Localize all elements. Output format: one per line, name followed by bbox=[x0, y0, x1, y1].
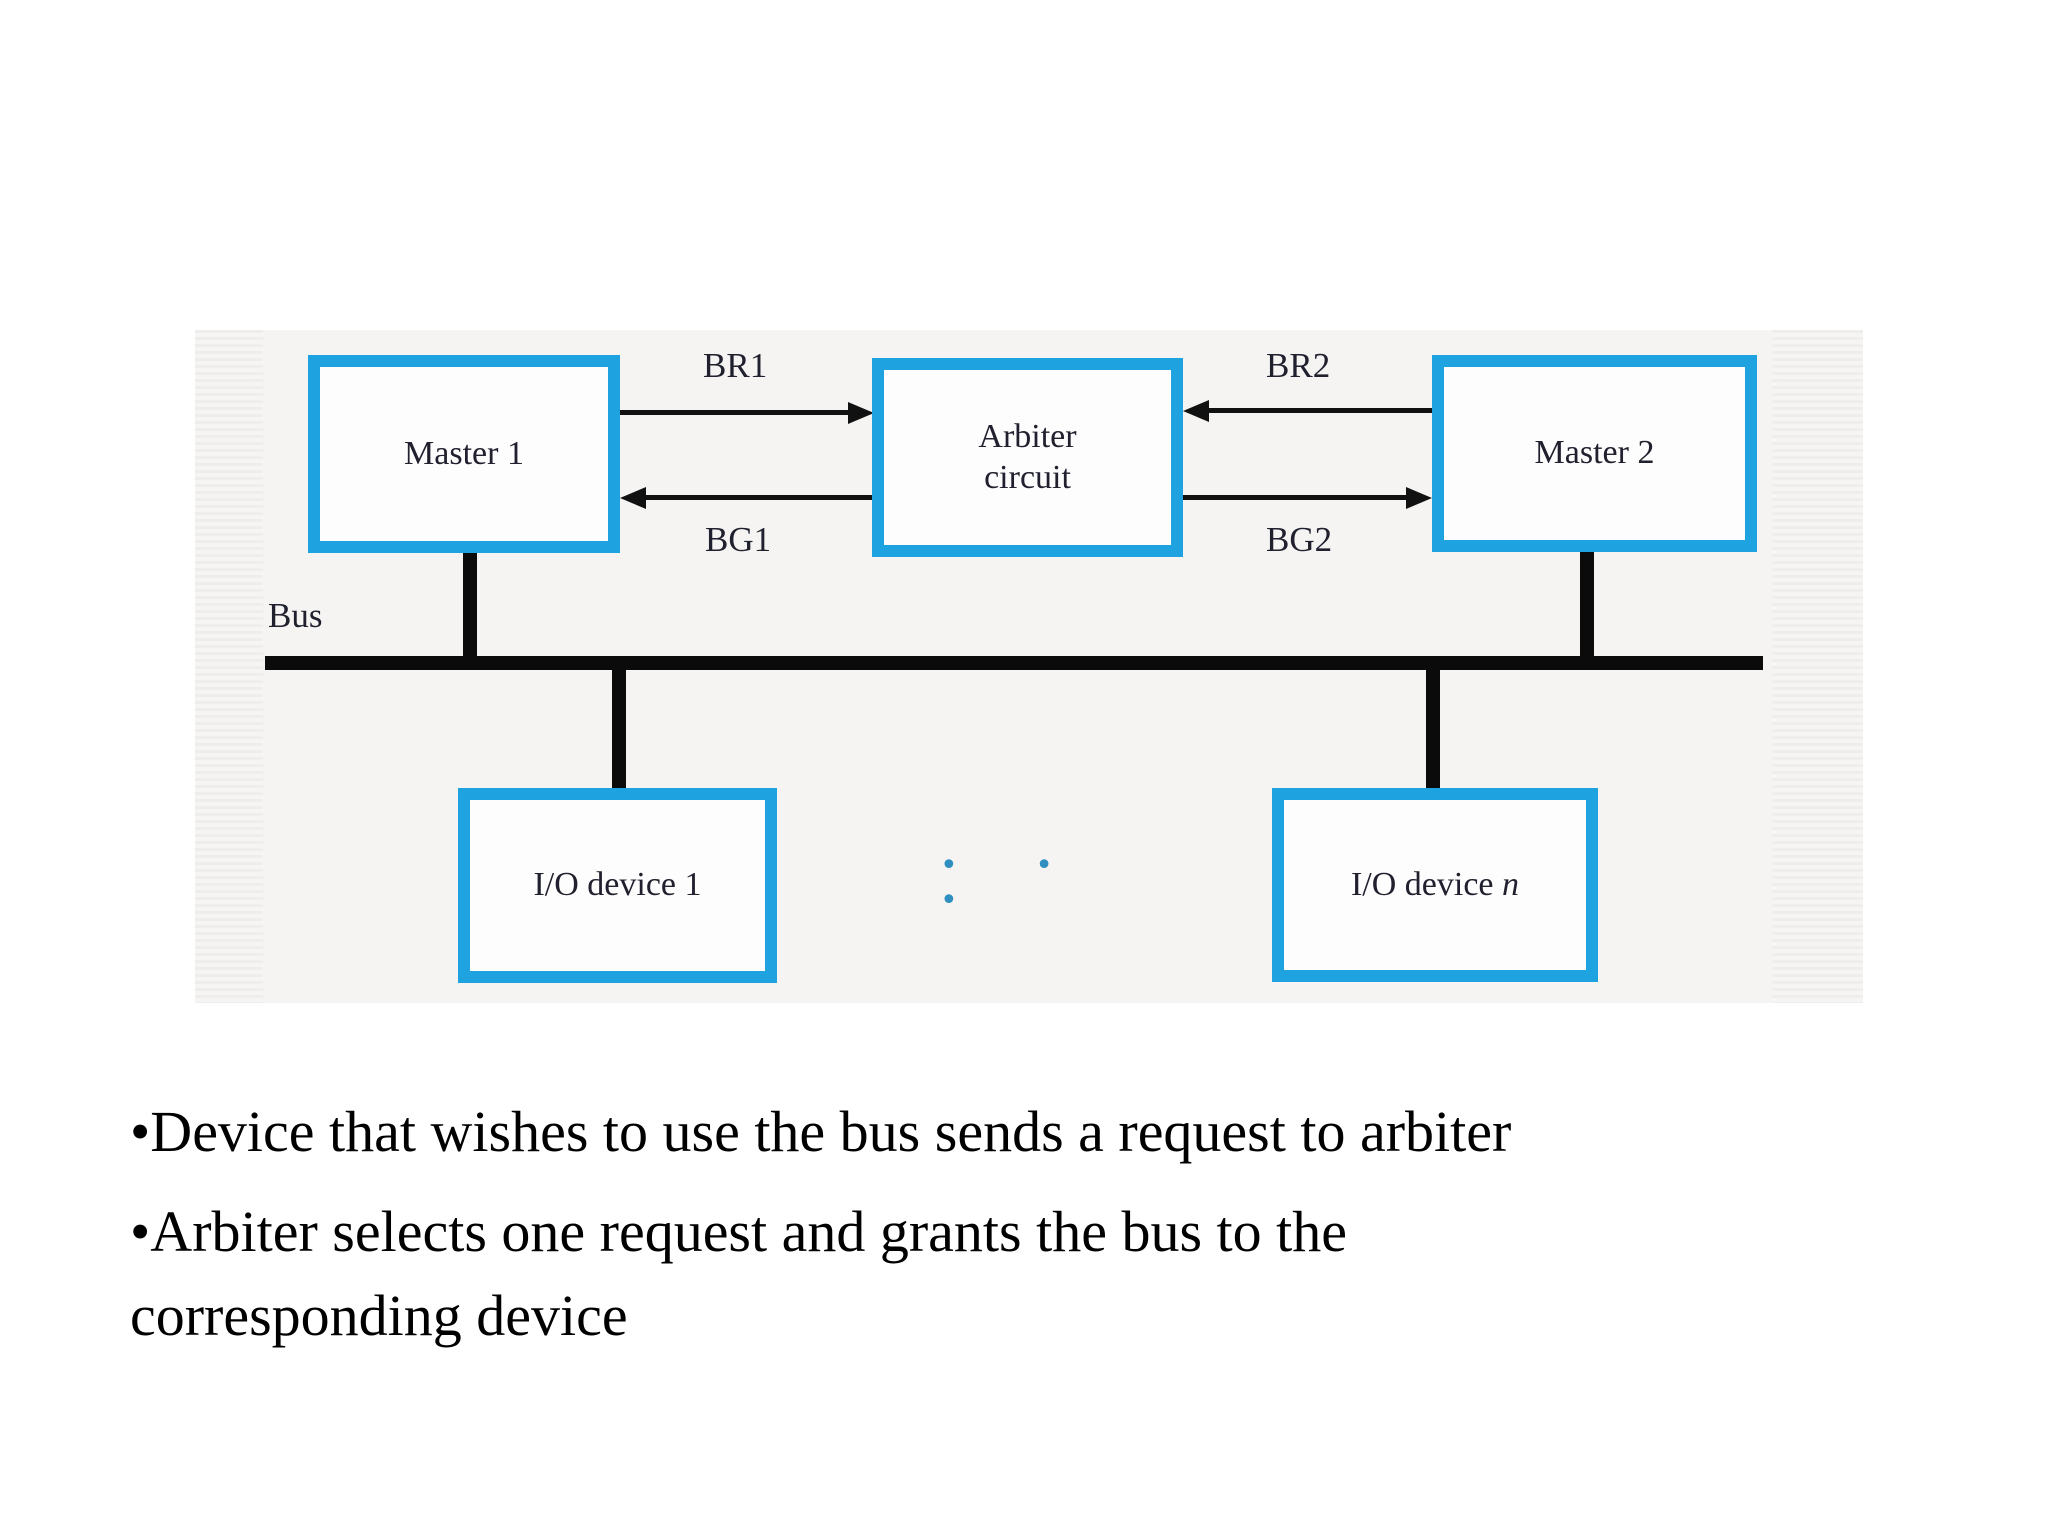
bg2-arrowhead-icon bbox=[1406, 487, 1432, 509]
io-device-n-box: I/O device n bbox=[1272, 788, 1598, 982]
arbiter-box: Arbiter circuit bbox=[872, 358, 1183, 557]
connector-bus-io1 bbox=[612, 670, 626, 788]
bullet-line-3: corresponding device bbox=[130, 1283, 628, 1348]
ellipsis-dots: • • • bbox=[940, 848, 1087, 918]
bg1-label: BG1 bbox=[705, 520, 772, 559]
io-device-n-label-prefix: I/O device bbox=[1350, 865, 1503, 903]
scan-texture-left bbox=[195, 330, 263, 1003]
connector-bus-ion bbox=[1426, 670, 1440, 788]
connector-master1-bus bbox=[463, 553, 477, 656]
scan-texture-right bbox=[1772, 330, 1863, 1003]
arbiter-label-line2: circuit bbox=[984, 458, 1071, 496]
bg2-arrow-line bbox=[1183, 495, 1408, 500]
br2-arrow-line bbox=[1207, 408, 1432, 413]
master1-box: Master 1 bbox=[308, 355, 620, 553]
br1-label: BR1 bbox=[703, 346, 768, 385]
bullet-line-1: •Device that wishes to use the bus sends… bbox=[130, 1099, 1512, 1164]
br2-label: BR2 bbox=[1266, 346, 1331, 385]
io-device-n-label-var: n bbox=[1502, 865, 1520, 903]
master2-label: Master 2 bbox=[1534, 434, 1655, 472]
arbiter-label-line1: Arbiter bbox=[978, 418, 1077, 456]
bg1-arrow-line bbox=[644, 495, 872, 500]
bullet-line-2: •Arbiter selects one request and grants … bbox=[130, 1199, 1348, 1264]
io-device-1-label: I/O device 1 bbox=[533, 866, 702, 904]
bus-label: Bus bbox=[268, 596, 323, 635]
bg1-arrowhead-icon bbox=[620, 487, 646, 509]
master1-label: Master 1 bbox=[404, 434, 524, 472]
br1-arrowhead-icon bbox=[848, 402, 874, 424]
master2-box: Master 2 bbox=[1432, 355, 1757, 552]
io-device-1-box: I/O device 1 bbox=[458, 788, 777, 983]
br1-arrow-line bbox=[620, 410, 850, 415]
connector-master2-bus bbox=[1580, 552, 1594, 656]
arbiter-label: Arbiter circuit bbox=[978, 417, 1076, 497]
bus-line bbox=[265, 656, 1763, 670]
io-device-n-label: I/O device n bbox=[1351, 865, 1519, 905]
bg2-label: BG2 bbox=[1266, 520, 1333, 559]
br2-arrowhead-icon bbox=[1183, 400, 1209, 422]
